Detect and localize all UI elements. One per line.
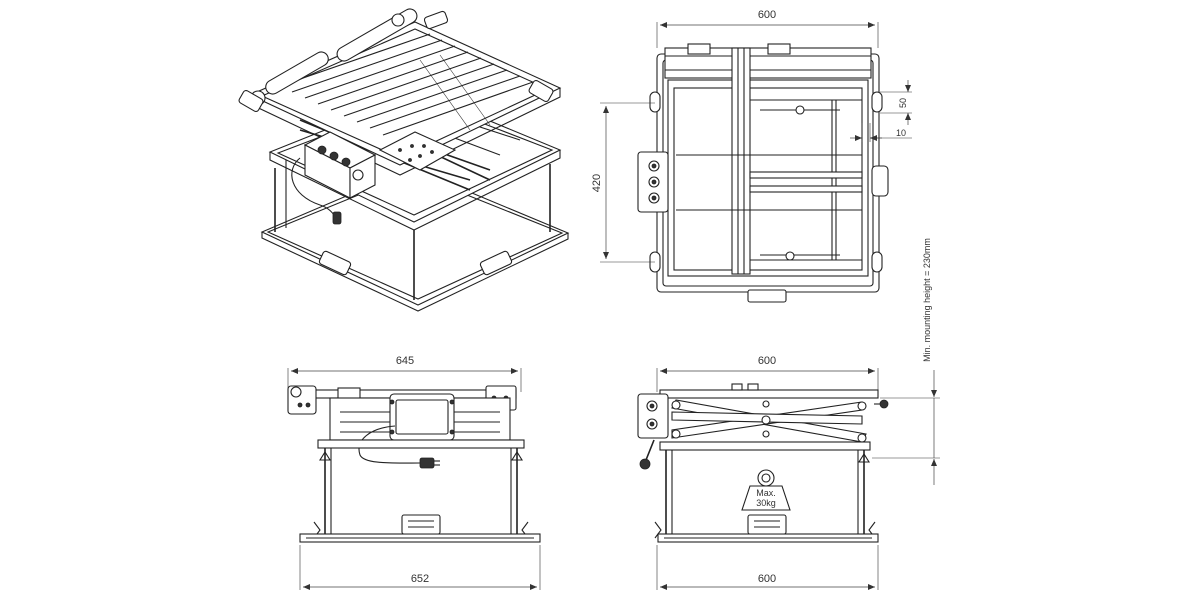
top-view: 600 [591, 9, 912, 303]
dim-front-top-width: 600 [758, 355, 776, 367]
front-view: 600 [637, 238, 940, 590]
dim-top-depth: 420 [591, 174, 603, 192]
dim-offset-10: 10 [896, 128, 906, 138]
max-load-symbol: Max. 30kg [741, 469, 791, 511]
dim-side-top-width: 645 [396, 355, 414, 367]
load-label-line2: 30kg [756, 498, 776, 508]
dim-side-bottom-width: 652 [411, 573, 429, 585]
scissor-arms [671, 399, 867, 443]
side-view: 645 [287, 355, 541, 590]
dim-offset-50: 50 [898, 98, 908, 108]
min-mounting-height-label: Min. mounting height = 230mm [922, 238, 932, 362]
dim-top-width: 600 [758, 9, 776, 21]
control-box [303, 131, 377, 199]
isometric-view [238, 8, 570, 312]
dim-front-bottom-width: 600 [758, 573, 776, 585]
load-label-line1: Max. [756, 488, 776, 498]
roller-slats [279, 33, 534, 136]
